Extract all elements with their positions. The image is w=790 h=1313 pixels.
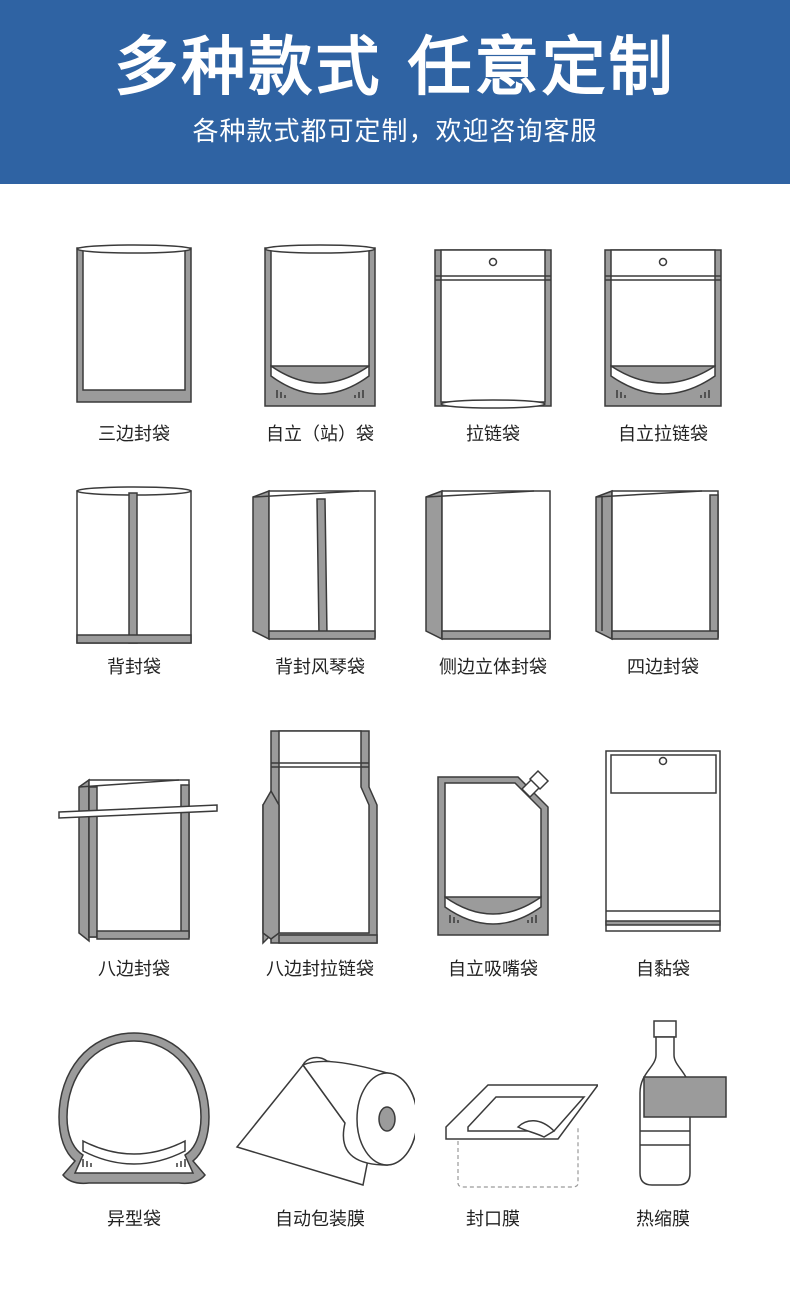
shaped-bag-icon [58,1032,210,1185]
product-shaped-bag: 异型袋 [49,1015,219,1235]
lidding-film-icon [445,1084,598,1188]
product-label: 自立（站）袋 [266,424,374,445]
product-back-seal-bag: 背封袋 [49,485,219,695]
three-side-seal-bag-icon [76,244,192,403]
product-side-gusset-bag: 侧边立体封袋 [408,485,578,695]
shrink-sleeve-bottle-icon [639,1020,727,1186]
product-label: 自黏袋 [636,959,690,980]
side-gusset-bag-icon [425,489,551,641]
back-seal-gusset-bag-icon [252,489,376,641]
stand-up-pouch-icon [264,244,376,407]
product-label: 背封袋 [107,657,161,678]
product-label: 四边封袋 [627,657,699,678]
product-back-seal-gusset-bag: 背封风琴袋 [235,485,405,695]
product-stand-up-pouch: 自立（站）袋 [235,240,405,450]
product-label: 背封风琴袋 [275,657,365,678]
eight-side-seal-zipper-bag-icon [262,730,378,945]
four-side-seal-bag-icon [595,489,719,641]
product-label: 八边封拉链袋 [266,959,374,980]
page-title: 多种款式 任意定制 [114,31,676,105]
product-three-side-seal-bag: 三边封袋 [49,240,219,450]
product-label: 自立吸嘴袋 [448,959,538,980]
product-label: 异型袋 [107,1209,161,1230]
product-lidding-film: 封口膜 [408,1015,598,1235]
product-spout-pouch: 自立吸嘴袋 [408,725,578,985]
product-eight-side-seal-zipper-bag: 八边封拉链袋 [235,725,405,985]
product-film-roll: 自动包装膜 [235,1015,415,1235]
back-seal-bag-icon [76,486,192,644]
eight-side-seal-bag-icon [58,778,218,943]
stand-up-zipper-bag-icon [604,249,722,407]
product-four-side-seal-bag: 四边封袋 [578,485,748,695]
header-banner: 多种款式 任意定制 各种款式都可定制，欢迎咨询客服 [0,0,790,184]
product-label: 侧边立体封袋 [439,657,547,678]
product-self-adhesive-bag: 自黏袋 [578,725,748,985]
product-eight-side-seal-bag: 八边封袋 [49,725,219,985]
product-shrink-sleeve: 热缩膜 [578,1015,748,1235]
product-label: 封口膜 [466,1209,520,1230]
product-label: 自立拉链袋 [618,424,708,445]
product-label: 热缩膜 [636,1209,690,1230]
page-subtitle: 各种款式都可定制，欢迎咨询客服 [192,117,598,147]
product-label: 自动包装膜 [275,1209,365,1230]
film-roll-icon [235,1056,415,1186]
product-label: 三边封袋 [98,424,170,445]
spout-pouch-icon [437,769,550,936]
self-adhesive-bag-icon [605,750,721,932]
zipper-bag-icon [434,249,552,409]
product-stand-up-zipper-bag: 自立拉链袋 [578,240,748,450]
product-label: 八边封袋 [98,959,170,980]
product-zipper-bag: 拉链袋 [408,240,578,450]
product-label: 拉链袋 [466,424,520,445]
